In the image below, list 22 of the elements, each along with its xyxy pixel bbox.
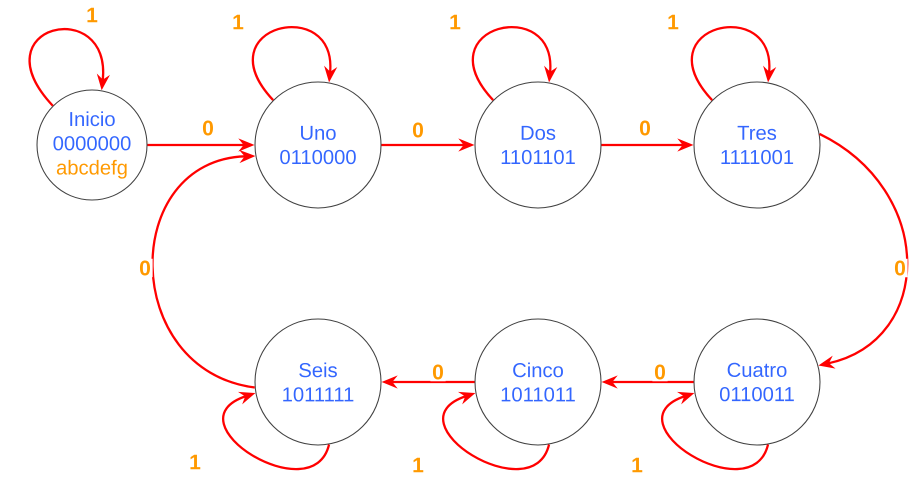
edge-label: 1 — [447, 13, 463, 31]
arrow — [662, 392, 770, 470]
edge-label: 0 — [430, 362, 446, 382]
arrow — [252, 26, 338, 101]
arrow — [472, 26, 558, 101]
edge-label: 0 — [200, 118, 216, 138]
arrow — [28, 28, 110, 106]
edge-label: 1 — [187, 452, 203, 471]
edge-label: 1 — [84, 6, 100, 24]
arrow — [151, 150, 256, 389]
edge-label: 1 — [230, 13, 246, 31]
edge-label: 1 — [410, 456, 426, 474]
edge-label: 0 — [652, 362, 668, 382]
edge-label: 1 — [665, 13, 681, 31]
edge-label: 1 — [629, 456, 645, 474]
arrow — [691, 26, 776, 101]
edge-label: 0 — [410, 120, 426, 140]
edge-label: 0 — [137, 258, 153, 278]
arrow — [442, 392, 550, 470]
arrow — [222, 392, 330, 470]
edge-label: 0 — [892, 258, 908, 278]
edge-label: 0 — [637, 118, 653, 138]
